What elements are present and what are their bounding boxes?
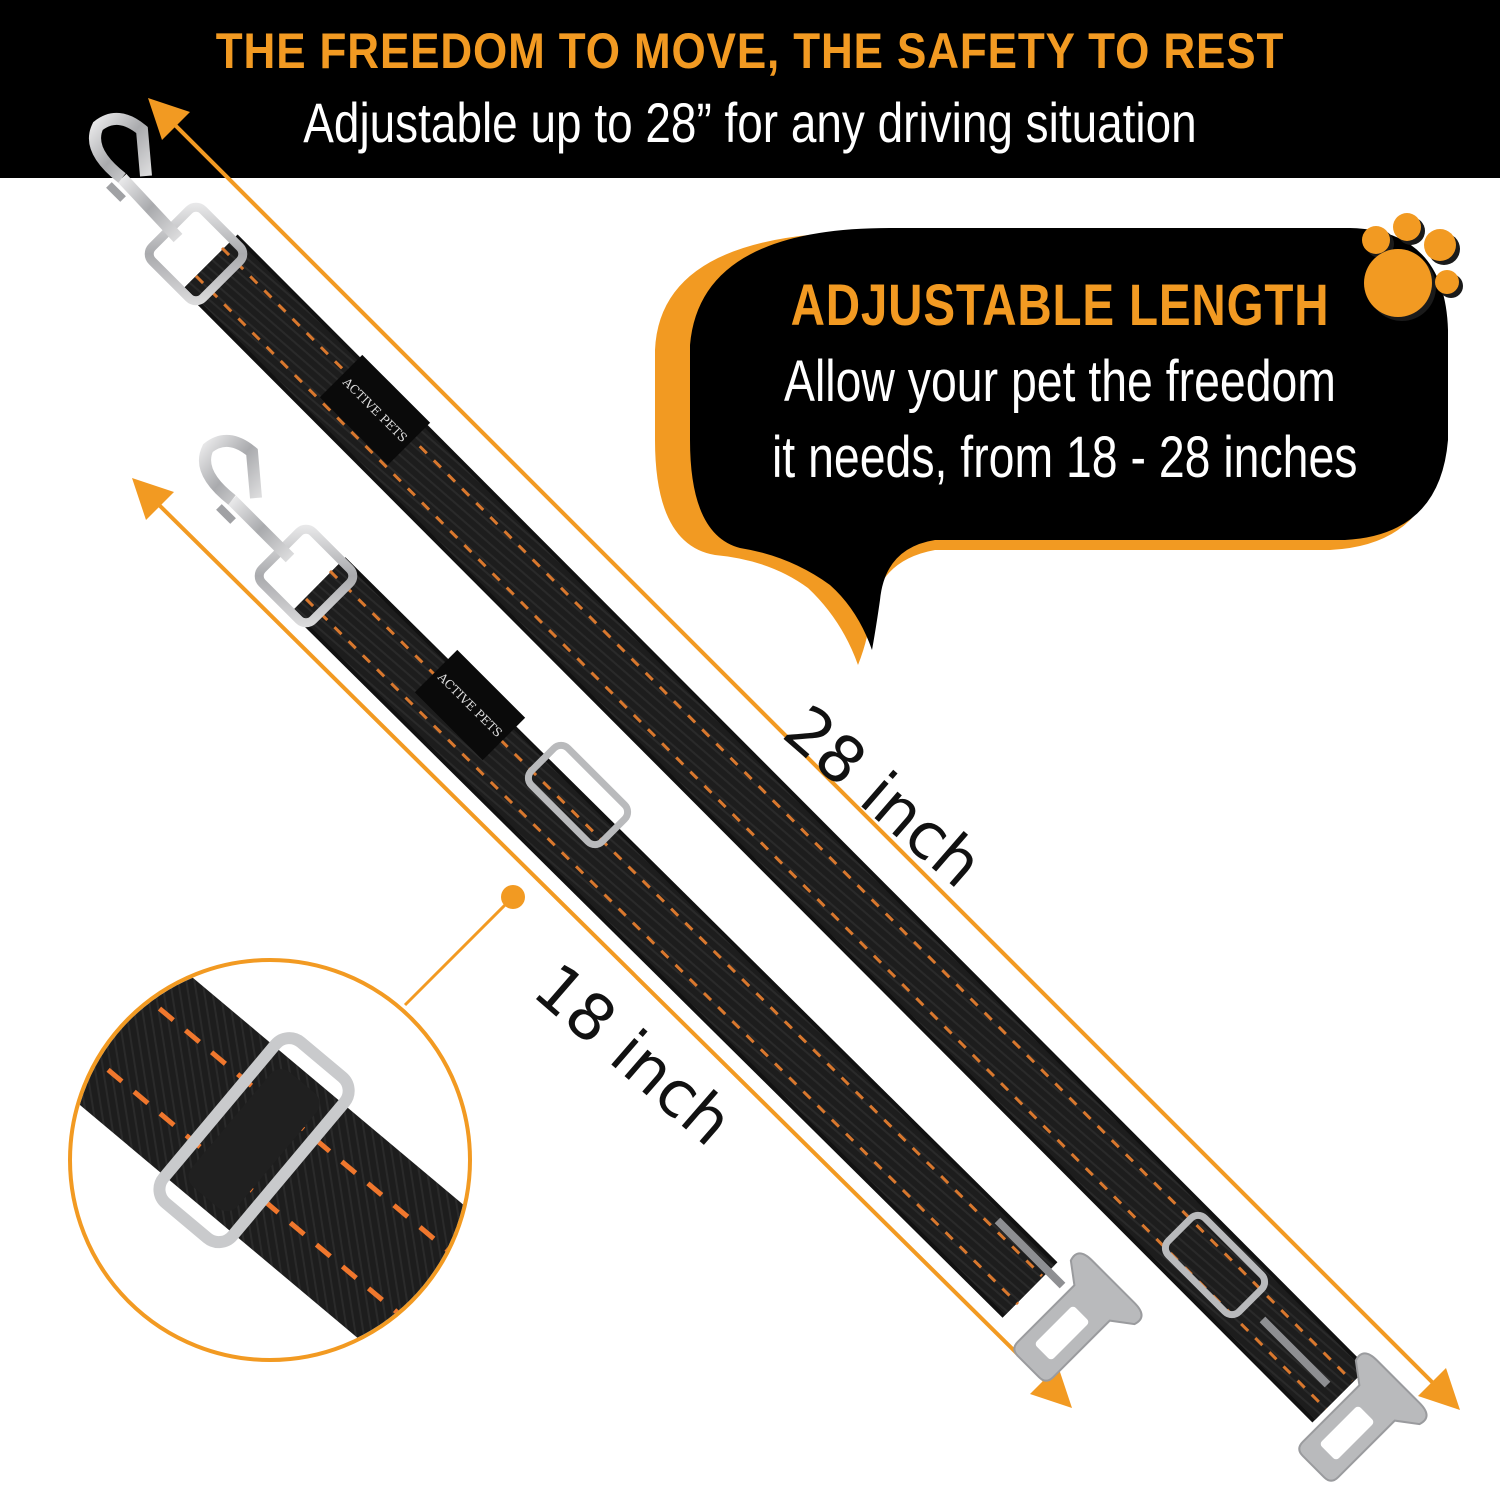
callout-bubble	[655, 228, 1448, 665]
long-strap: ACTIVE PETS	[89, 113, 1428, 1482]
subheadline: Adjustable up to 28” for any driving sit…	[303, 91, 1197, 154]
callout-title: ADJUSTABLE LENGTH	[790, 273, 1330, 338]
adjuster-slider-long	[1161, 1211, 1269, 1319]
paw-print-icon	[1362, 213, 1463, 321]
adjuster-slider-short	[524, 741, 632, 849]
headline: THE FREEDOM TO MOVE, THE SAFETY TO REST	[215, 23, 1285, 79]
snap-hook-long	[89, 113, 248, 306]
snap-hook-short	[199, 435, 358, 628]
callout-line-2: it needs, from 18 - 28 inches	[772, 425, 1358, 490]
callout-line-1: Allow your pet the freedom	[784, 349, 1336, 414]
header-band	[0, 0, 1500, 178]
seatbelt-clip-short	[1013, 1252, 1143, 1382]
dimension-arrow-18	[132, 478, 1072, 1408]
detail-callout-connector	[403, 885, 525, 1007]
seatbelt-clip-long	[1298, 1352, 1428, 1482]
adjuster-closeup-inset	[68, 958, 472, 1362]
dimension-arrow-28	[148, 98, 1460, 1410]
